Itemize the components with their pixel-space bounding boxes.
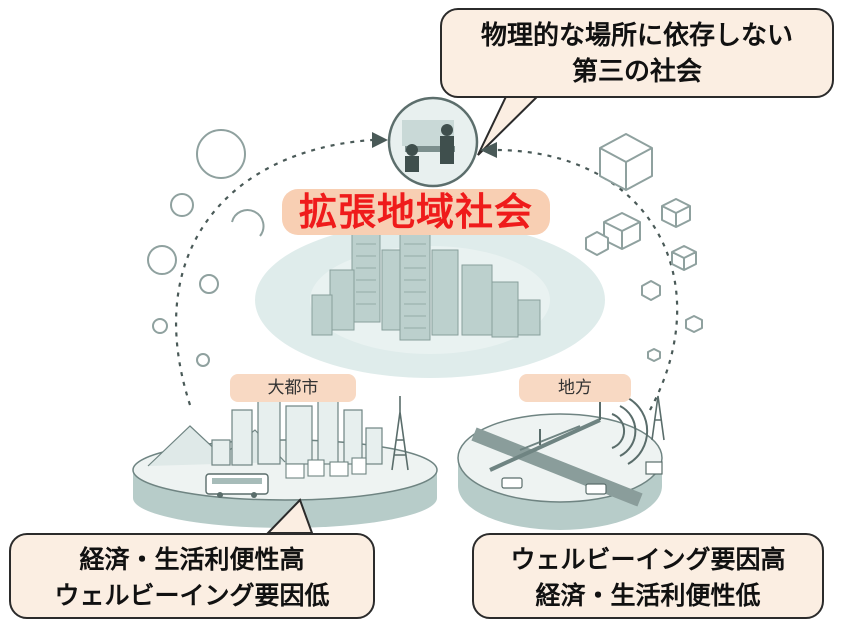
bottom-right-line2: 経済・生活利便性低	[535, 581, 761, 610]
rural-tag: 地方	[519, 374, 631, 402]
top-callout: 物理的な場所に依存しない 第三の社会	[440, 8, 834, 98]
city-tag: 大都市	[230, 374, 356, 402]
rural-platform	[457, 395, 665, 530]
dashed-arc-left	[174, 138, 373, 406]
bottom-left-line2: ウェルビーイング要因低	[54, 581, 330, 610]
arrow-head-right	[480, 142, 497, 158]
central-city-platform	[255, 219, 605, 378]
top-callout-line1: 物理的な場所に依存しない	[480, 21, 793, 51]
center-label: 拡張地域社会	[282, 189, 550, 235]
bottom-right-line1: ウェルビーイング要因高	[510, 545, 786, 574]
bottom-left-line1: 経済・生活利便性高	[79, 545, 305, 574]
city-platform	[132, 393, 438, 528]
bottom-right-callout: ウェルビーイング要因高 経済・生活利便性低	[472, 533, 824, 619]
floating-cubes	[585, 133, 703, 362]
arrow-head-left	[372, 132, 388, 148]
top-callout-line2: 第三の社会	[571, 57, 702, 87]
meeting-circle-icon	[387, 96, 479, 188]
floating-circles	[147, 129, 265, 367]
bottom-left-callout: 経済・生活利便性高 ウェルビーイング要因低	[9, 533, 375, 619]
